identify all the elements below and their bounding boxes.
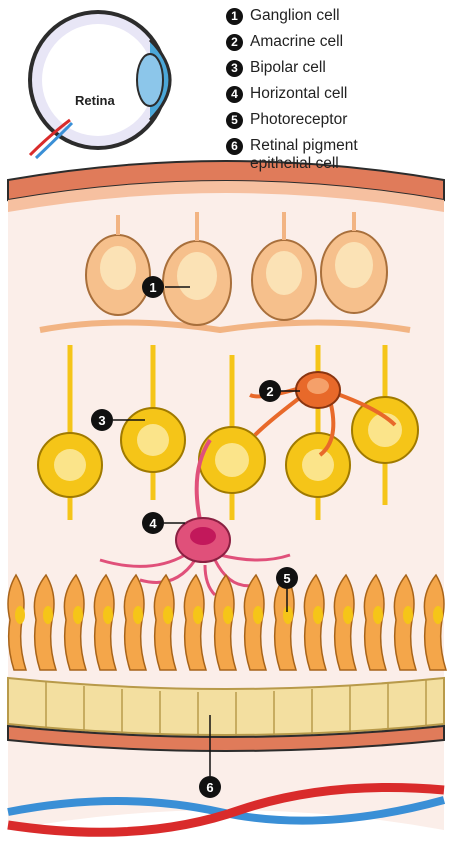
legend-item-ganglion: 1 Ganglion cell [226, 6, 448, 32]
svg-text:3: 3 [98, 413, 105, 428]
legend-item-photoreceptor: 5 Photoreceptor [226, 110, 448, 136]
epithelium-layer [8, 678, 444, 751]
legend-number: 6 [226, 138, 243, 155]
legend-number: 1 [226, 8, 243, 25]
eye-retina-label: Retina [75, 93, 116, 108]
svg-text:6: 6 [206, 780, 213, 795]
legend-item-epithelial: 6 Retinal pigment epithelial cell [226, 136, 448, 162]
legend-item-amacrine: 2 Amacrine cell [226, 32, 448, 58]
legend-number: 3 [226, 60, 243, 77]
photoreceptor-layer [8, 575, 446, 670]
legend: 1 Ganglion cell 2 Amacrine cell 3 Bipola… [226, 6, 448, 162]
retina-cross-section [8, 150, 446, 850]
legend-label: Amacrine cell [250, 33, 343, 51]
legend-label: Retinal pigment epithelial cell [250, 137, 358, 173]
svg-text:4: 4 [149, 516, 157, 531]
legend-item-horizontal: 4 Horizontal cell [226, 84, 448, 110]
legend-number: 5 [226, 112, 243, 129]
eye-illustration: Retina [28, 10, 170, 158]
svg-text:5: 5 [283, 571, 290, 586]
legend-label: Photoreceptor [250, 111, 347, 129]
legend-number: 4 [226, 86, 243, 103]
legend-number: 2 [226, 34, 243, 51]
legend-label: Horizontal cell [250, 85, 347, 103]
legend-item-bipolar: 3 Bipolar cell [226, 58, 448, 84]
legend-label: Ganglion cell [250, 7, 340, 25]
svg-text:1: 1 [149, 280, 156, 295]
svg-text:2: 2 [266, 384, 273, 399]
legend-label: Bipolar cell [250, 59, 326, 77]
